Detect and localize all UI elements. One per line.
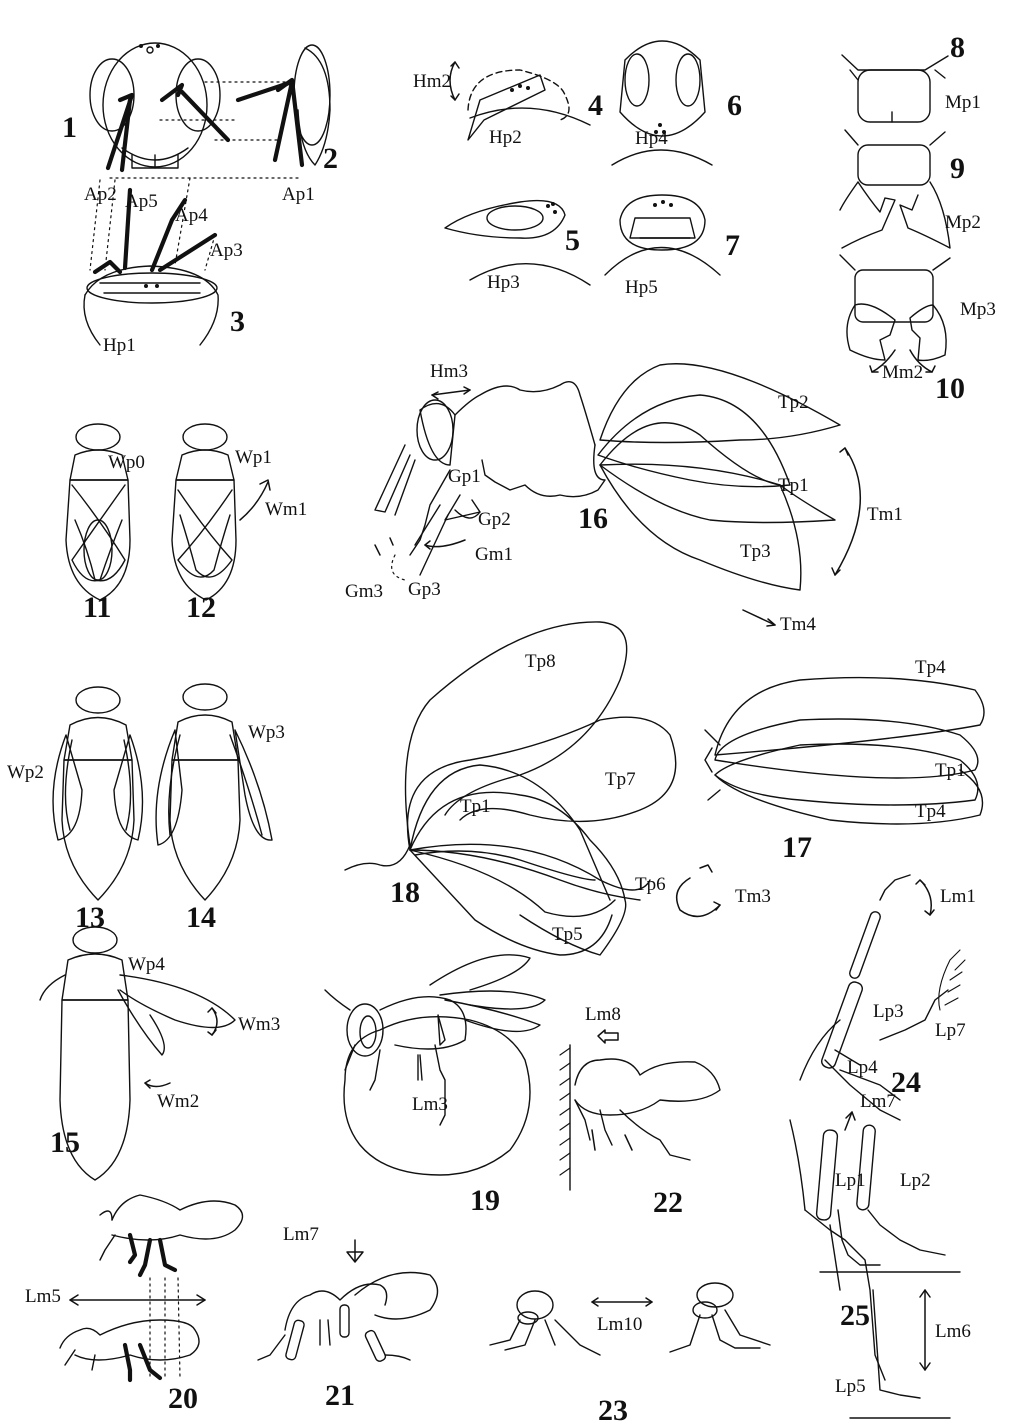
figure-number-5: 5	[565, 224, 580, 257]
figure-number-12: 12	[186, 591, 216, 624]
figure-10-mandibles	[840, 255, 950, 372]
label-tp2: Tp2	[778, 392, 809, 413]
label-mp3: Mp3	[960, 299, 996, 320]
figure-number-18: 18	[390, 876, 420, 909]
figure-number-14: 14	[186, 901, 216, 934]
label-mp1: Mp1	[945, 92, 981, 113]
label-tp3: Tp3	[740, 541, 771, 562]
label-lp4: Lp4	[847, 1057, 878, 1078]
label-mm2: Mm2	[882, 362, 923, 383]
label-ap5: Ap5	[125, 191, 158, 212]
figure-number-17: 17	[782, 831, 812, 864]
label-ap3: Ap3	[210, 240, 243, 261]
label-wm2: Wm2	[157, 1091, 199, 1112]
label-lm3: Lm3	[412, 1094, 448, 1115]
figure-20-walking	[60, 1195, 243, 1380]
label-tm4: Tm4	[780, 614, 816, 635]
label-lp5: Lp5	[835, 1376, 866, 1397]
label-wm3: Wm3	[238, 1014, 280, 1035]
label-lp7: Lp7	[935, 1020, 966, 1041]
figure-number-2: 2	[323, 142, 338, 175]
figure-number-16: 16	[578, 502, 608, 535]
label-tp6: Tp6	[635, 874, 666, 895]
figure-21-ventral-push	[258, 1240, 438, 1363]
figure-number-13: 13	[75, 901, 105, 934]
figure-11-wings-folded	[66, 424, 130, 600]
figure-number-11: 11	[83, 591, 111, 624]
figure-number-1: 1	[62, 111, 77, 144]
figure-number-20: 20	[168, 1382, 198, 1415]
label-ap4: Ap4	[175, 205, 208, 226]
label-lm6: Lm6	[935, 1321, 971, 1342]
label-gp3: Gp3	[408, 579, 441, 600]
figure-24-foreleg	[800, 875, 965, 1120]
label-gp2: Gp2	[478, 509, 511, 530]
figure-number-21: 21	[325, 1379, 355, 1412]
label-tp4-top: Tp4	[915, 657, 946, 678]
label-wp2: Wp2	[7, 762, 44, 783]
label-wp0: Wp0	[108, 452, 145, 473]
label-lm5: Lm5	[25, 1286, 61, 1307]
figure-number-10: 10	[935, 372, 965, 405]
label-lp3: Lp3	[873, 1001, 904, 1022]
label-lm7-fig21: Lm7	[283, 1224, 319, 1245]
label-lp1: Lp1	[835, 1170, 866, 1191]
label-tp1-fig17: Tp1	[935, 760, 966, 781]
projection-lines	[90, 82, 300, 270]
label-lm1: Lm1	[940, 886, 976, 907]
figure-number-9: 9	[950, 152, 965, 185]
figure-number-22: 22	[653, 1186, 683, 1219]
figure-number-6: 6	[727, 89, 742, 122]
label-hp3: Hp3	[487, 272, 520, 293]
figure-9-mandibles	[840, 130, 950, 248]
figure-8-mandibles	[842, 55, 948, 122]
label-wm1: Wm1	[265, 499, 307, 520]
figure-1-head-frontal	[90, 43, 228, 170]
figure-25-hindleg	[790, 1112, 960, 1418]
figure-number-19: 19	[470, 1184, 500, 1217]
label-ap1: Ap1	[282, 184, 315, 205]
figure-number-23: 23	[598, 1394, 628, 1423]
figure-19-bee-on-ball	[325, 955, 545, 1175]
figure-13-wings-spread	[53, 687, 142, 900]
figure-number-3: 3	[230, 305, 245, 338]
label-lp2: Lp2	[900, 1170, 931, 1191]
label-hp1: Hp1	[103, 335, 136, 356]
label-tp8: Tp8	[525, 651, 556, 672]
label-hp2: Hp2	[489, 127, 522, 148]
label-wp4: Wp4	[128, 954, 165, 975]
label-hm3: Hm3	[430, 361, 468, 382]
label-mp2: Mp2	[945, 212, 981, 233]
figure-22-wall	[560, 1030, 720, 1190]
figure-number-8: 8	[950, 31, 965, 64]
label-tp5: Tp5	[552, 924, 583, 945]
label-hm2: Hm2	[413, 71, 451, 92]
label-tp4-bottom: Tp4	[915, 801, 946, 822]
label-gm1: Gm1	[475, 544, 513, 565]
figure-number-4: 4	[588, 89, 603, 122]
label-gm3: Gm3	[345, 581, 383, 602]
label-wp1: Wp1	[235, 447, 272, 468]
figure-number-7: 7	[725, 229, 740, 262]
label-wp3: Wp3	[248, 722, 285, 743]
figure-14-wings-spread	[156, 684, 272, 900]
label-tm1: Tm1	[867, 504, 903, 525]
label-hp4: Hp4	[635, 128, 668, 149]
label-tm3: Tm3	[735, 886, 771, 907]
label-ap2: Ap2	[84, 184, 117, 205]
label-hp5: Hp5	[625, 277, 658, 298]
label-lm7-fig25: Lm7	[860, 1091, 896, 1112]
figure-7-head	[605, 195, 720, 275]
label-tp1-fig18: Tp1	[460, 796, 491, 817]
figure-number-25: 25	[840, 1299, 870, 1332]
label-gp1: Gp1	[448, 466, 481, 487]
label-lm10: Lm10	[597, 1314, 642, 1335]
figure-number-15: 15	[50, 1126, 80, 1159]
label-tp1-fig16: Tp1	[778, 475, 809, 496]
label-tp7: Tp7	[605, 769, 636, 790]
figure-2-head-lateral	[238, 45, 330, 165]
label-lm8: Lm8	[585, 1004, 621, 1025]
